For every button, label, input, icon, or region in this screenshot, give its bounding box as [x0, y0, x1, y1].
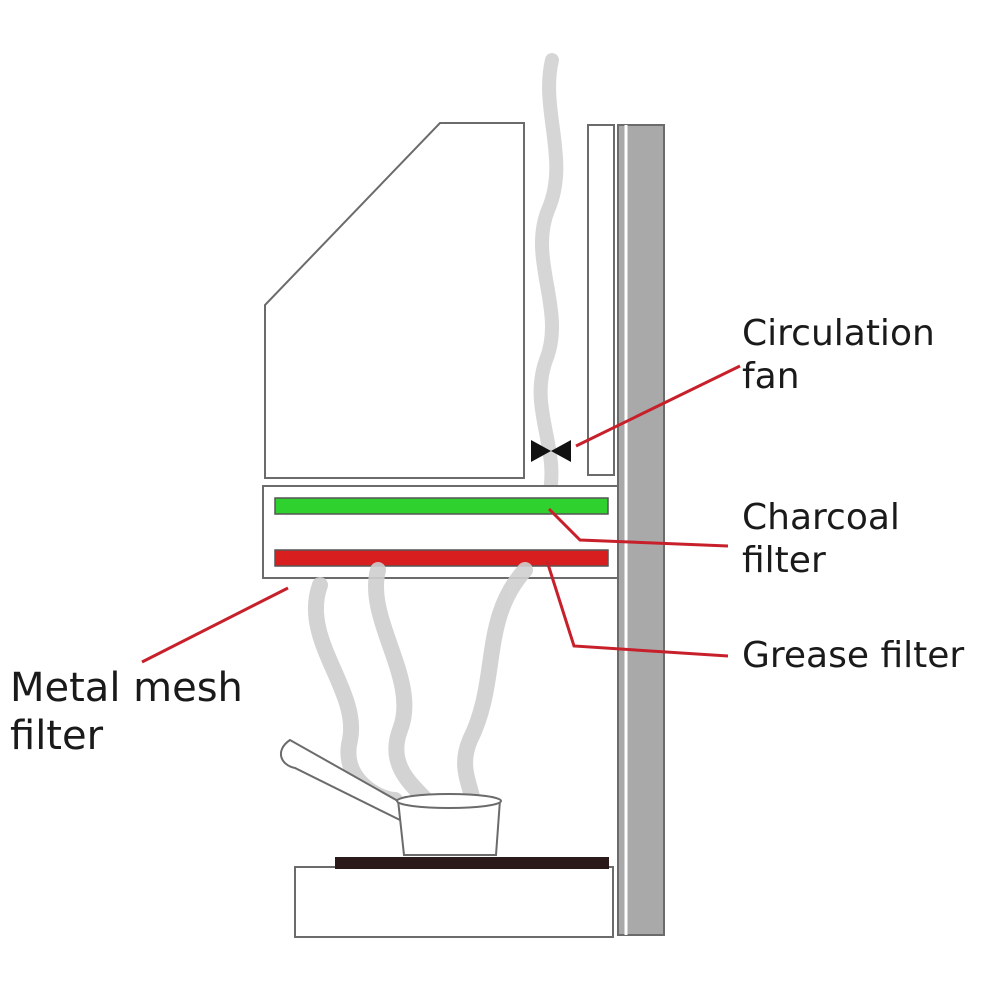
leader-charcoal-filter — [547, 507, 729, 548]
leader-metal-mesh-filter — [141, 586, 289, 664]
exhaust-smoke — [533, 53, 564, 507]
duct-panel — [587, 124, 615, 476]
leader-circulation-fan — [575, 364, 741, 448]
label-grease-filter: Grease filter — [742, 635, 965, 676]
label-circulation-fan: Circulation fan — [742, 313, 935, 398]
charcoal-filter — [274, 497, 609, 515]
grease-filter — [274, 549, 609, 567]
leader-grease-filter — [545, 560, 729, 658]
cooktop-burner — [335, 857, 609, 869]
pot-handle — [280, 738, 407, 822]
circulation-fan-icon — [531, 440, 571, 462]
pot-rim — [396, 793, 502, 809]
label-charcoal-filter: Charcoal filter — [742, 497, 900, 582]
cooktop-counter — [294, 866, 614, 938]
hood-body — [264, 122, 525, 479]
leader-lines — [141, 364, 741, 664]
label-metal-mesh-filter: Metal mesh filter — [10, 665, 243, 759]
